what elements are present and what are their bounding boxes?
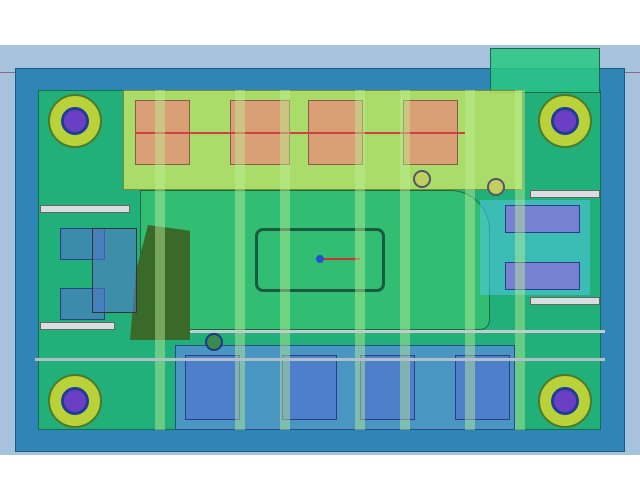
top-rail: [40, 205, 130, 213]
left-slide-block: [92, 228, 137, 313]
cooling-channel-7: [515, 90, 525, 430]
lower-pad-1: [185, 355, 240, 420]
horizontal-pin: [35, 358, 605, 361]
connector-block: [490, 48, 600, 93]
lower-pad-2: [282, 355, 337, 420]
mid-left-rail: [40, 322, 115, 330]
pivot-icon: [413, 170, 431, 188]
cooling-channel-2: [235, 90, 245, 430]
guide-bushing-bottom-left: [48, 374, 102, 428]
lower-pad-4: [455, 355, 510, 420]
origin-axis-icon: [320, 258, 360, 260]
cooling-channel-5: [400, 90, 410, 430]
pivot-icon-2: [487, 178, 505, 196]
cooling-channel-4: [355, 90, 365, 430]
cooling-channel-1: [155, 90, 165, 430]
guide-bushing-top-left: [48, 94, 102, 148]
lower-pad-3: [360, 355, 415, 420]
guide-bushing-top-right: [538, 94, 592, 148]
right-lower-rail: [530, 297, 600, 305]
cooling-channel-3: [280, 90, 290, 430]
guide-bushing-bottom-right: [538, 374, 592, 428]
right-pad-top: [505, 205, 580, 233]
center-pocket: [255, 228, 385, 292]
right-rail: [530, 190, 600, 198]
sprue-bushing-icon: [205, 333, 223, 351]
right-pad-bottom: [505, 262, 580, 290]
horizontal-pin-2: [190, 330, 605, 333]
origin-marker-icon: [316, 255, 324, 263]
cooling-channel-6: [465, 90, 475, 430]
red-runner-line: [135, 132, 465, 134]
